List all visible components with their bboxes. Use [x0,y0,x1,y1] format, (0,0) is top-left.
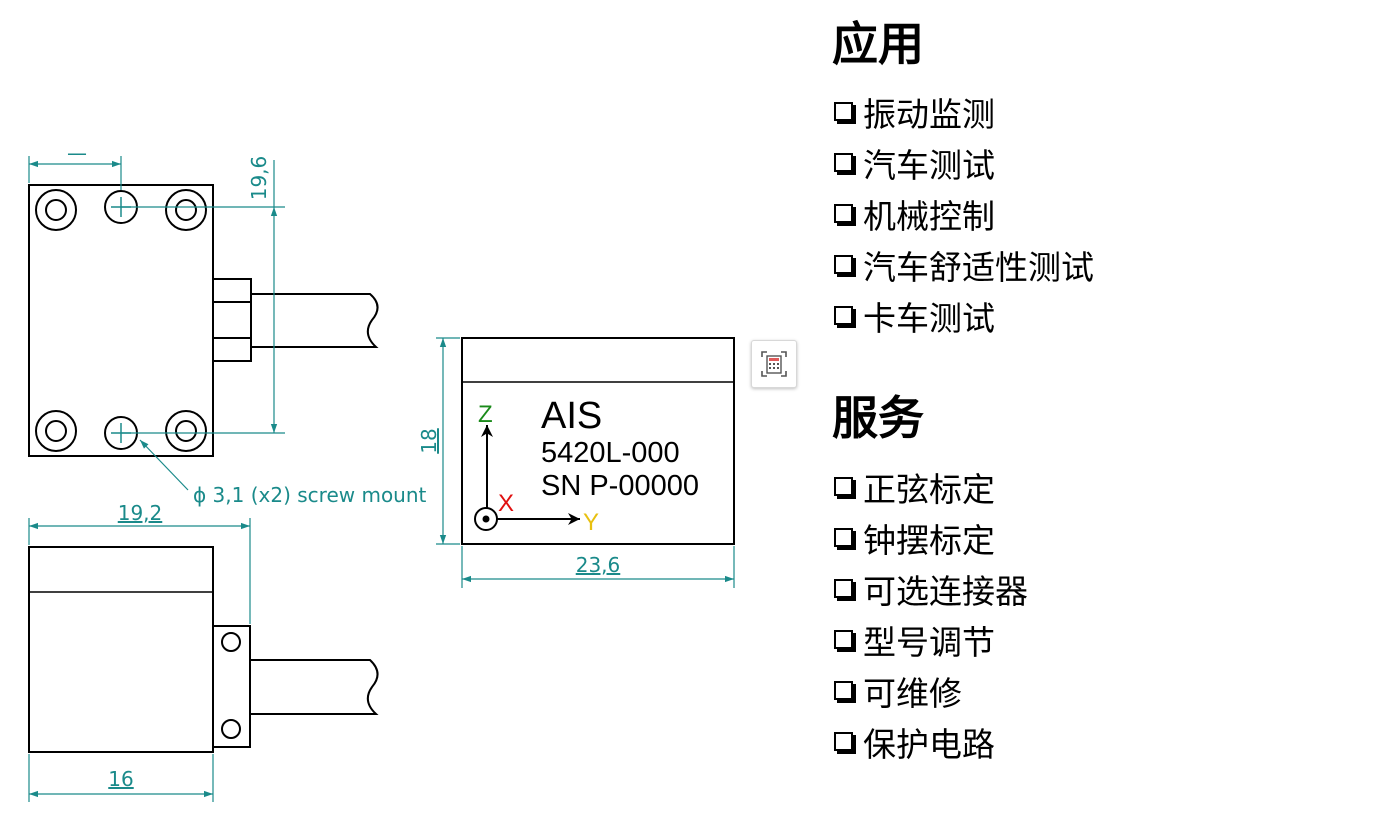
calculator-icon [761,351,787,377]
checkbox-icon [834,102,853,121]
hole-offset-label: 19,6 [247,156,271,201]
top-width-label: — [67,141,87,165]
list-item-label: 钟摆标定 [863,520,995,560]
checkbox-icon [834,255,853,274]
checkbox-icon [834,204,853,223]
list-item: 保护电路 [832,716,1028,767]
top-view: — 19,6 ϕ 3,1 (x2) screw mount [28,141,427,507]
top-hole-right [165,189,207,231]
checkbox-icon [834,579,853,598]
label-brand: AIS [541,395,602,437]
label-height-dimension: 18 [417,337,460,545]
side-width-label: 16 [108,767,133,791]
applications-list: 振动监测汽车测试机械控制汽车舒适性测试卡车测试 [832,86,1094,341]
side-length-label: 19,2 [118,501,163,525]
side-width-dimension: 16 [28,754,214,802]
calculator-button[interactable] [751,340,797,388]
side-view-body [28,546,214,753]
checkbox-icon [834,153,853,172]
bottom-hole-right [165,410,207,452]
bottom-hole-left [35,410,77,452]
axis-y-label: Y [583,509,599,536]
hole-offset-dimension: 19,6 [247,156,278,433]
top-hole-left [35,189,77,231]
list-item-label: 机械控制 [863,196,995,236]
checkbox-icon [834,528,853,547]
list-item-label: 卡车测试 [863,298,995,338]
label-width-dimension: 23,6 [461,546,735,588]
label-view: AIS 5420L-000 SN P-00000 Z X Y 18 23,6 [417,337,735,588]
technical-drawing: — 19,6 ϕ 3,1 (x2) screw mount 19,2 [28,141,735,802]
top-view-body [28,184,214,457]
side-view-flange [212,625,251,748]
checkbox-icon [834,306,853,325]
checkbox-icon [834,477,853,496]
list-item: 钟摆标定 [832,512,1028,563]
list-item-label: 可选连接器 [863,571,1028,611]
list-item: 汽车舒适性测试 [832,239,1094,290]
list-item: 可维修 [832,665,1028,716]
list-item: 型号调节 [832,614,1028,665]
list-item: 可选连接器 [832,563,1028,614]
applications-title: 应用 [832,17,924,71]
checkbox-icon [834,681,853,700]
axis-indicator: Z X Y [474,401,599,536]
list-item: 振动监测 [832,86,1094,137]
list-item-label: 保护电路 [863,724,995,764]
list-item-label: 汽车舒适性测试 [863,247,1094,287]
side-length-dimension: 19,2 [28,501,251,624]
screw-mount-callout: ϕ 3,1 (x2) screw mount [139,439,427,507]
side-view-cable [250,659,379,715]
list-item-label: 型号调节 [863,622,995,662]
label-width-label: 23,6 [576,553,621,577]
list-item-label: 汽车测试 [863,145,995,185]
side-view: 19,2 16 [28,501,379,802]
list-item: 正弦标定 [832,461,1028,512]
label-model: 5420L-000 [541,437,680,469]
top-width-dimension: — [28,141,122,190]
top-view-connector-hex [212,278,252,362]
list-item-label: 正弦标定 [863,469,995,509]
list-item-label: 可维修 [863,673,962,713]
label-height-label: 18 [417,428,441,453]
top-view-cable [251,293,379,348]
services-title: 服务 [832,391,924,445]
list-item: 卡车测试 [832,290,1094,341]
list-item-label: 振动监测 [863,94,995,134]
screw-mount-label: ϕ 3,1 (x2) screw mount [193,483,427,507]
axis-z-label: Z [478,401,493,428]
list-item: 汽车测试 [832,137,1094,188]
checkbox-icon [834,732,853,751]
checkbox-icon [834,630,853,649]
axis-x-label: X [498,490,514,517]
label-serial: SN P-00000 [541,470,699,502]
list-item: 机械控制 [832,188,1094,239]
services-list: 正弦标定钟摆标定可选连接器型号调节可维修保护电路 [832,461,1028,767]
label-view-body [461,337,735,545]
